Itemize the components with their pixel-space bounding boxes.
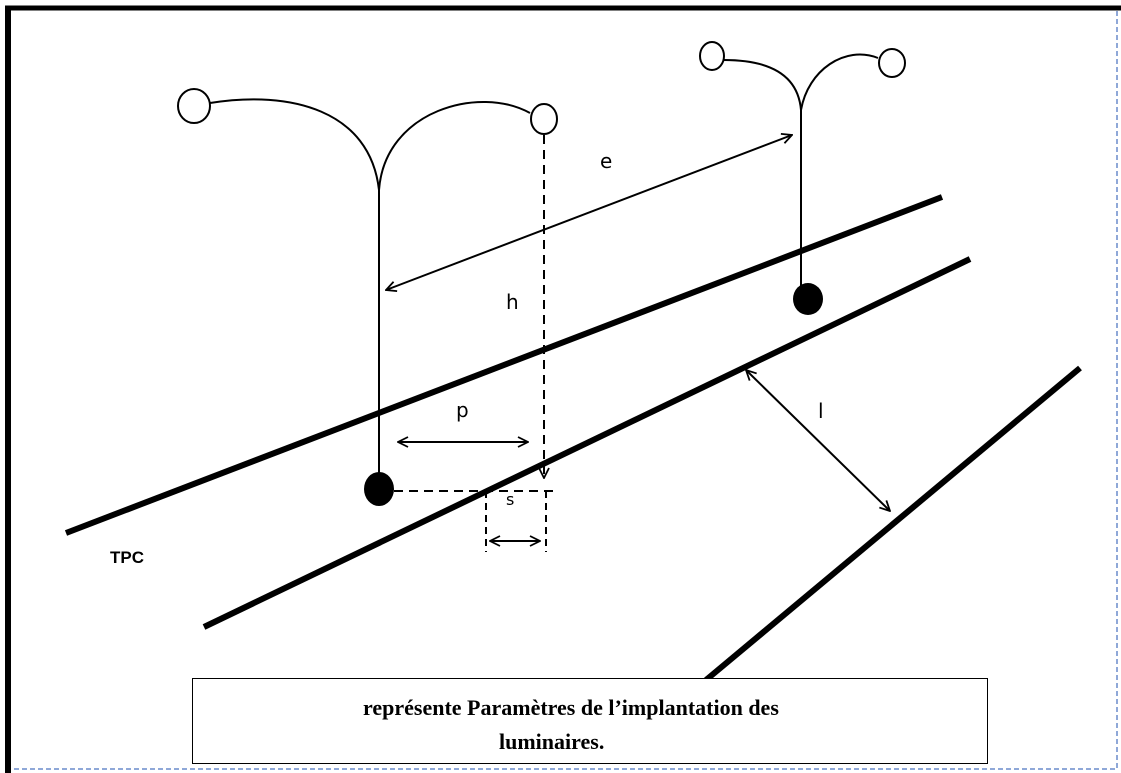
- luminaire-right-arm-right: [800, 53, 879, 111]
- label-e: e: [600, 149, 612, 173]
- frame-dashed-border: [7, 7, 1118, 770]
- caption-line-2: luminaires.: [499, 729, 605, 754]
- label-l: l: [818, 399, 824, 423]
- luminaire-left-arm-left: [209, 98, 380, 191]
- road-line-lower: [704, 365, 1082, 683]
- road-line-middle: [202, 256, 972, 630]
- caption-line-1: représente Paramètres de l’implantation …: [363, 695, 779, 720]
- luminaire-right-base: [793, 283, 823, 315]
- label-tpc: TPC: [110, 548, 144, 567]
- label-h: h: [506, 290, 519, 314]
- luminaire-right-lamp-left: [699, 41, 725, 71]
- luminaire-left-base: [364, 472, 394, 506]
- luminaire-left: [177, 88, 558, 506]
- luminaire-left-arm-right: [378, 100, 531, 191]
- label-s: s: [506, 490, 514, 509]
- luminaire-left-lamp-left: [177, 88, 211, 124]
- luminaire-right-lamp-right: [878, 48, 906, 78]
- label-p: p: [456, 398, 469, 422]
- luminaire-left-lamp-right: [530, 103, 558, 135]
- luminaire-right-arm-left: [723, 59, 802, 111]
- dimension-e-arrow: [386, 135, 792, 290]
- caption-box: représente Paramètres de l’implantation …: [192, 678, 988, 764]
- dimension-l-arrow: [746, 370, 890, 511]
- luminaire-right: [699, 41, 906, 315]
- road-line-upper: [64, 194, 944, 536]
